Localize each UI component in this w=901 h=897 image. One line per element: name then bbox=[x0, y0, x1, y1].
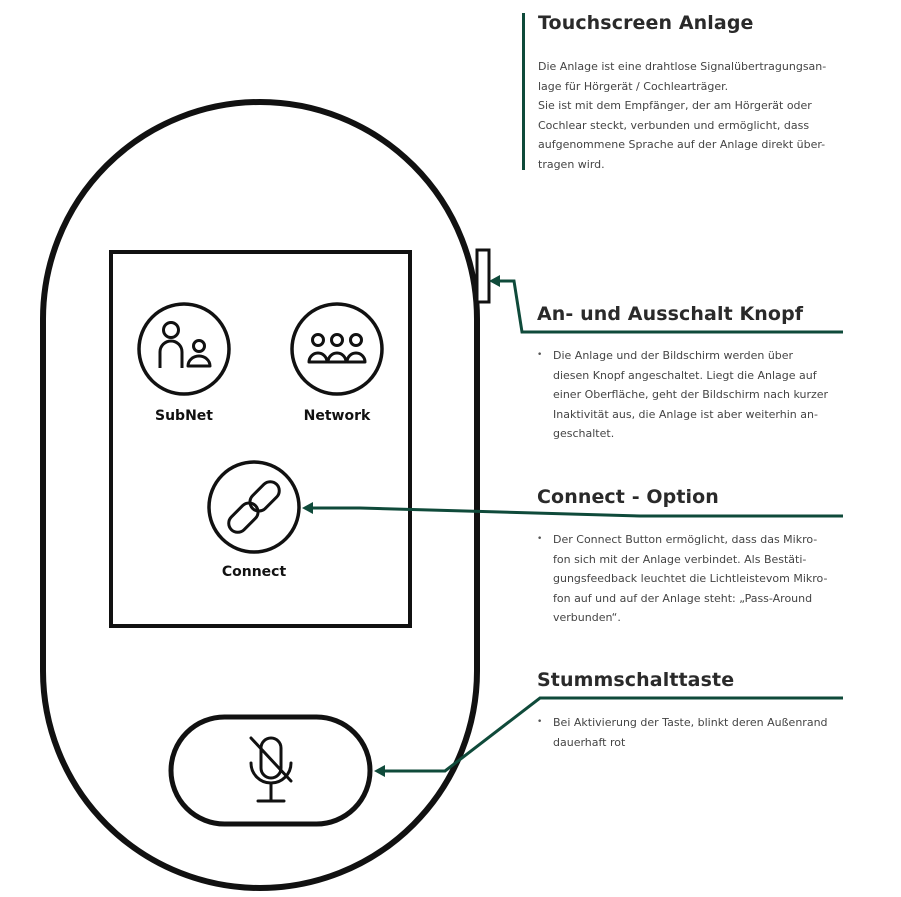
mute-title: Stummschalttaste bbox=[537, 669, 735, 691]
side-power-button[interactable] bbox=[475, 248, 491, 304]
microphone-muted-icon bbox=[249, 736, 293, 803]
power-line: einer Oberfläche, geht der Bildschirm na… bbox=[553, 388, 829, 401]
mute-bullet: Bei Aktivierung der Taste, blinkt deren … bbox=[537, 713, 867, 752]
power-line: Die Anlage und der Bildschirm werden übe… bbox=[553, 349, 794, 362]
power-line: diesen Knopf angeschaltet. Liegt die Anl… bbox=[553, 368, 817, 382]
intro-text: Die Anlage ist eine drahtlose Signalüber… bbox=[538, 57, 858, 174]
network-label: Network bbox=[303, 408, 371, 424]
arrowhead-mute bbox=[374, 765, 385, 777]
intro-line: lage für Hörgerät / Cochlearträger. bbox=[538, 79, 729, 93]
mute-line: Bei Aktivierung der Taste, blinkt deren … bbox=[553, 716, 828, 729]
connect-line: fon auf und auf der Anlage steht: „Pass-… bbox=[553, 591, 813, 605]
leader-mute bbox=[378, 696, 843, 773]
power-bullet: Die Anlage und der Bildschirm werden übe… bbox=[537, 346, 867, 444]
mute-button[interactable] bbox=[168, 714, 373, 827]
connect-line: Der Connect Button ermöglicht, dass das … bbox=[553, 533, 818, 546]
touchscreen bbox=[109, 250, 412, 628]
power-line: Inaktivität aus, die Anlage ist aber wei… bbox=[553, 407, 818, 421]
arrowhead-power bbox=[489, 275, 500, 287]
connect-title: Connect - Option bbox=[537, 486, 719, 508]
network-people-icon[interactable] bbox=[290, 302, 384, 396]
connect-line: gungsfeedback leuchtet die Lichtleistevo… bbox=[553, 572, 828, 585]
arrowhead-connect bbox=[302, 502, 313, 514]
power-line: geschaltet. bbox=[553, 427, 615, 440]
leader-connect bbox=[305, 506, 843, 518]
intro-line: Die Anlage ist eine drahtlose Signalüber… bbox=[538, 60, 827, 73]
device-body bbox=[40, 99, 480, 891]
link-chain-icon[interactable] bbox=[207, 460, 301, 554]
intro-line: Cochlear steckt, verbunden und ermöglich… bbox=[538, 118, 810, 132]
intro-line: Sie ist mit dem Empfänger, der am Hörger… bbox=[538, 99, 812, 112]
mute-description: Bei Aktivierung der Taste, blinkt deren … bbox=[537, 713, 867, 752]
connect-label: Connect bbox=[221, 564, 287, 580]
subnet-label: SubNet bbox=[155, 408, 213, 424]
leader-power bbox=[492, 279, 843, 334]
intro-title: Touchscreen Anlage bbox=[538, 12, 754, 34]
connect-line: fon sich mit der Anlage verbindet. Als B… bbox=[553, 552, 807, 566]
intro-accent-bar bbox=[522, 13, 525, 170]
connect-line: verbunden“. bbox=[553, 611, 621, 624]
intro-line: aufgenommene Sprache auf der Anlage dire… bbox=[538, 138, 826, 151]
power-description: Die Anlage und der Bildschirm werden übe… bbox=[537, 346, 867, 444]
power-title: An- und Ausschalt Knopf bbox=[537, 303, 804, 325]
connect-description: Der Connect Button ermöglicht, dass das … bbox=[537, 530, 867, 628]
intro-line: tragen wird. bbox=[538, 157, 605, 171]
subnet-people-icon[interactable] bbox=[137, 302, 231, 396]
mute-line: dauerhaft rot bbox=[553, 735, 626, 749]
connect-bullet: Der Connect Button ermöglicht, dass das … bbox=[537, 530, 867, 628]
